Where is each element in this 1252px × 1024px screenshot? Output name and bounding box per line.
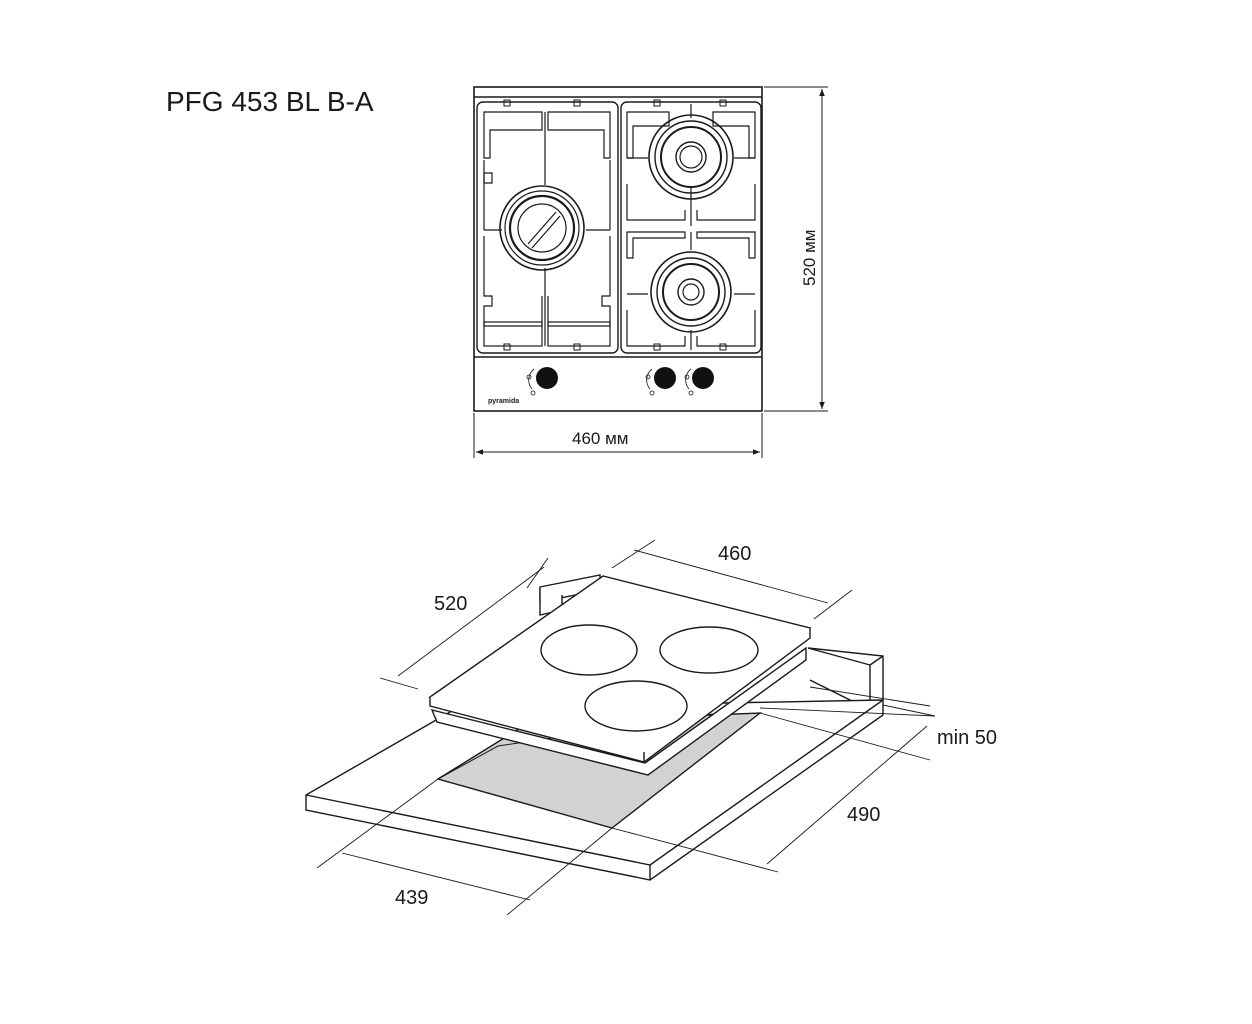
control-knobs — [526, 367, 714, 396]
model-title: PFG 453 BL B-A — [166, 86, 374, 117]
clearance-label: min 50 — [937, 727, 997, 749]
cutout-depth-label: 490 — [847, 804, 880, 826]
left-grate-bars — [483, 111, 611, 347]
hob-top-view — [473, 86, 763, 412]
left-grate — [476, 101, 619, 354]
height-dimension-label: 520 мм — [800, 230, 819, 286]
right-grate-bars — [626, 104, 756, 350]
left-burner — [499, 185, 585, 271]
grate-feet — [503, 99, 727, 351]
right-grate — [620, 101, 762, 354]
cooking-zone-3 — [584, 680, 688, 732]
right-bottom-burner — [650, 251, 732, 333]
cutout-width-label: 439 — [395, 887, 428, 909]
top-view-dimensions — [473, 86, 828, 458]
cooking-zone-1 — [540, 624, 638, 676]
iso-depth-label: 520 — [434, 593, 467, 615]
hob-iso-view — [305, 574, 884, 881]
knob-2 — [654, 367, 676, 389]
right-top-burner — [648, 114, 734, 200]
knob-3 — [692, 367, 714, 389]
iso-width-label: 460 — [718, 543, 751, 565]
cooking-zone-2 — [659, 626, 759, 674]
knob-1 — [536, 367, 558, 389]
brand-label: pyramida — [488, 398, 519, 405]
iso-dimensions — [316, 539, 936, 916]
width-dimension-label: 460 мм — [572, 429, 628, 448]
